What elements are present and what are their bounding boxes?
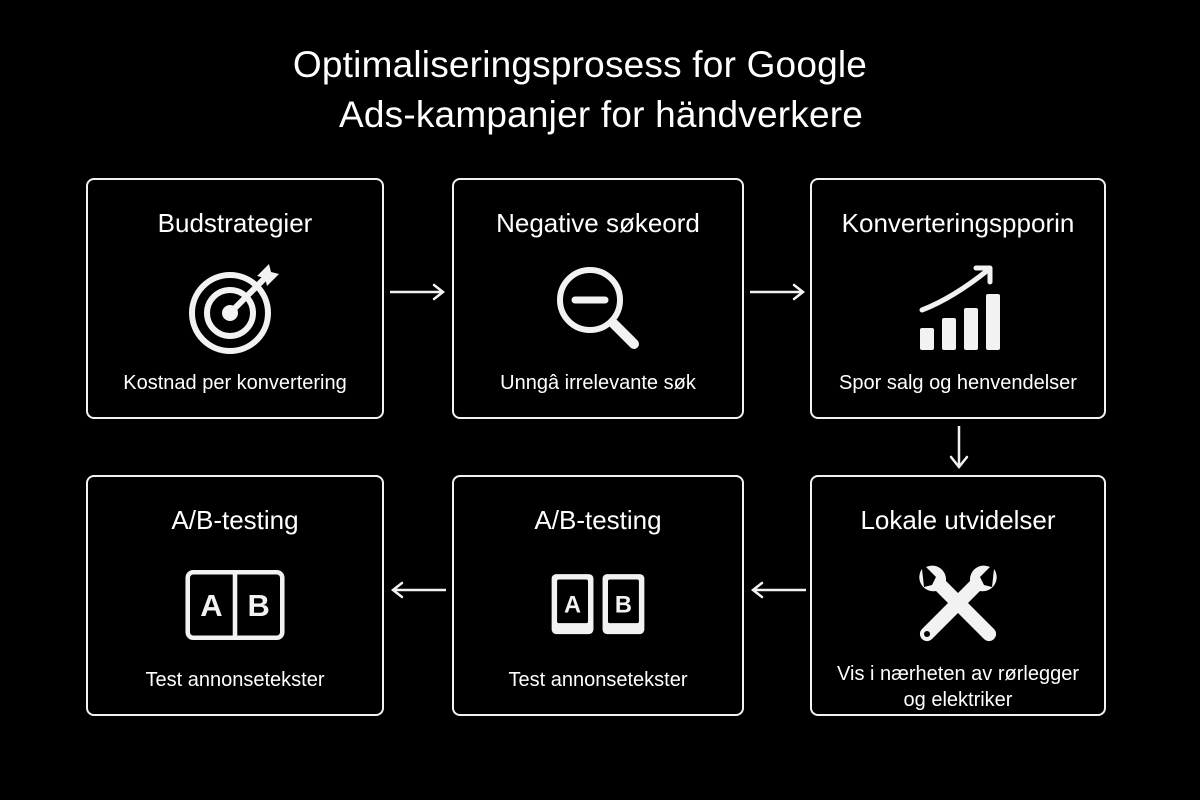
step-subtitle: Vis i nærheten av rørlegger og elektrike…: [812, 661, 1104, 713]
step-title: Budstrategier: [157, 208, 313, 238]
step-title: A/B-testing: [534, 505, 662, 535]
arrow-down-icon: [949, 426, 969, 470]
title-line-2: Ads-kampanjer for händverkere: [338, 94, 864, 135]
diagram-title: Optimaliseringsprosess for Google Ads-ka…: [0, 40, 1160, 140]
step-subtitle-line-1: Vis i nærheten av rørlegger: [837, 663, 1079, 685]
step-title: Konverteringspporin: [841, 208, 1075, 238]
target-icon: [185, 258, 285, 358]
arrow-right-icon: [750, 283, 806, 301]
svg-text:B: B: [247, 588, 269, 623]
ab-test-icon: A B: [548, 555, 648, 655]
arrow-left-icon: [390, 581, 446, 599]
step-box-ab-testing-1: A/B-testing A B Test annonsetekster: [86, 475, 384, 716]
step-title: Negative søkeord: [496, 208, 700, 238]
svg-text:A: A: [200, 588, 222, 623]
step-subtitle: Unngâ irrelevante søk: [500, 372, 696, 394]
step-subtitle: Test annonsetekster: [145, 669, 325, 691]
step-box-budstrategier: Budstrategier Kostnad per konvertering: [86, 178, 384, 419]
step-box-ab-testing-2: A/B-testing A B Test annonsetekster: [452, 475, 744, 716]
step-box-lokale-utvidelser: Lokale utvidelser Vis i nærheten av rørl…: [810, 475, 1106, 716]
bar-chart-growth-icon: [908, 258, 1008, 358]
step-subtitle: Test annonsetekster: [508, 669, 688, 691]
title-line-1: Optimaliseringsprosess for Google: [292, 44, 868, 85]
arrow-left-icon: [750, 581, 806, 599]
step-title: Lokale utvidelser: [860, 505, 1056, 535]
svg-text:A: A: [564, 592, 581, 618]
ab-test-icon: A B: [185, 555, 285, 655]
step-title: A/B-testing: [171, 505, 299, 535]
step-box-negative-sokeord: Negative søkeord Unngâ irrelevante søk: [452, 178, 744, 419]
step-subtitle: Spor salg og henvendelser: [839, 372, 1077, 394]
tools-icon: [908, 555, 1008, 655]
step-subtitle: Kostnad per konvertering: [123, 372, 347, 394]
step-box-konverteringssporing: Konverteringspporin Spor salg og henvend…: [810, 178, 1106, 419]
arrow-right-icon: [390, 283, 446, 301]
svg-text:B: B: [615, 592, 632, 618]
step-subtitle-line-2: og elektriker: [903, 689, 1013, 711]
search-minus-icon: [548, 258, 648, 358]
